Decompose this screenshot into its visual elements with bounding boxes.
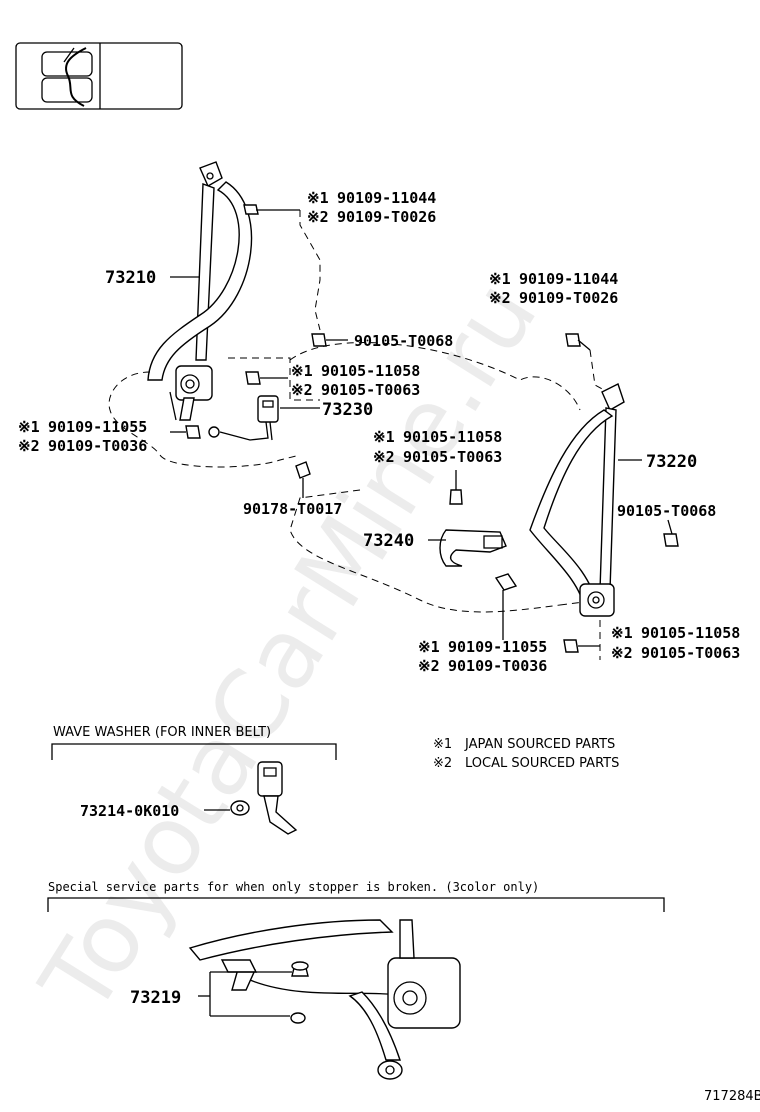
note-japan: JAPAN SOURCED PARTS xyxy=(464,737,615,752)
mark2-top-left: ※2 xyxy=(307,208,329,226)
label-buckle-bolt-left-2: 90105-T0063 xyxy=(321,381,420,399)
mark2-buckle-left: ※2 xyxy=(291,381,313,399)
label-nut-center: 90178-T0017 xyxy=(243,500,342,518)
mark2-note: ※2 xyxy=(433,756,452,771)
label-retractor-bolt-right-2: 90105-T0063 xyxy=(641,644,740,662)
label-73214: 73214-0K010 xyxy=(80,802,179,820)
mark1-buckle-center: ※1 xyxy=(373,428,395,446)
mark1-anchor-left: ※1 xyxy=(18,418,40,436)
buckle-73230 xyxy=(208,395,279,441)
seat-belt-routing-icon xyxy=(15,42,183,110)
label-bolt-a-right: 90105-T0068 xyxy=(617,502,716,520)
label-bolt-top-right-2: 90109-T0026 xyxy=(519,289,618,307)
bolt-a-right xyxy=(663,519,679,547)
label-73230: 73230 xyxy=(322,400,373,420)
stopper-detail xyxy=(188,919,461,1080)
buckle-bolt-center xyxy=(449,470,463,505)
bolt-top-right xyxy=(565,333,591,351)
label-buckle-bolt-center-2: 90105-T0063 xyxy=(403,448,502,466)
label-bolt-top-left-2: 90109-T0026 xyxy=(337,208,436,226)
label-anchor-left-1: 90109-11055 xyxy=(48,418,147,436)
wave-washer-title: WAVE WASHER (FOR INNER BELT) xyxy=(53,725,271,740)
inner-buckle-73240 xyxy=(439,529,507,567)
mark2-retractor-right: ※2 xyxy=(611,644,633,662)
label-bolt-top-left-1: 90109-11044 xyxy=(337,189,436,207)
anchor-bolt-right xyxy=(494,573,518,640)
retractor-bolt-right xyxy=(563,639,600,653)
mark1-buckle-left: ※1 xyxy=(291,362,313,380)
label-buckle-bolt-center-1: 90105-11058 xyxy=(403,428,502,446)
label-bolt-top-right-1: 90109-11044 xyxy=(519,270,618,288)
mark1-top-right: ※1 xyxy=(489,270,511,288)
label-anchor-right-2: 90109-T0036 xyxy=(448,657,547,675)
mark1-anchor-right: ※1 xyxy=(418,638,440,656)
note-local: LOCAL SOURCED PARTS xyxy=(465,756,619,771)
label-anchor-right-1: 90109-11055 xyxy=(448,638,547,656)
nut-center xyxy=(295,461,311,498)
left-outer-belt-assembly xyxy=(147,161,253,421)
label-anchor-left-2: 90109-T0036 xyxy=(48,437,147,455)
mark2-anchor-right: ※2 xyxy=(418,657,440,675)
wave-washer-buckle xyxy=(230,761,298,835)
label-bolt-a-left: 90105-T0068 xyxy=(354,332,453,350)
special-title: Special service parts for when only stop… xyxy=(48,880,539,894)
label-retractor-bolt-right-1: 90105-11058 xyxy=(641,624,740,642)
label-73220: 73220 xyxy=(646,452,697,472)
mark2-top-right: ※2 xyxy=(489,289,511,307)
bolt-a-left xyxy=(311,333,348,347)
mark1-top-left: ※1 xyxy=(307,189,329,207)
buckle-bolt-left xyxy=(245,371,288,385)
label-73210: 73210 xyxy=(105,268,156,288)
anchor-bolt-left xyxy=(170,425,201,439)
label-buckle-bolt-left-1: 90105-11058 xyxy=(321,362,420,380)
label-73219: 73219 xyxy=(130,988,181,1008)
diagram-id: 717284B xyxy=(704,1089,760,1104)
right-outer-belt-assembly xyxy=(529,383,625,617)
mark1-retractor-right: ※1 xyxy=(611,624,633,642)
mark1-note: ※1 xyxy=(433,737,452,752)
mark2-anchor-left: ※2 xyxy=(18,437,40,455)
bolt-top-left xyxy=(243,204,300,215)
label-73240: 73240 xyxy=(363,531,414,551)
mark2-buckle-center: ※2 xyxy=(373,448,395,466)
